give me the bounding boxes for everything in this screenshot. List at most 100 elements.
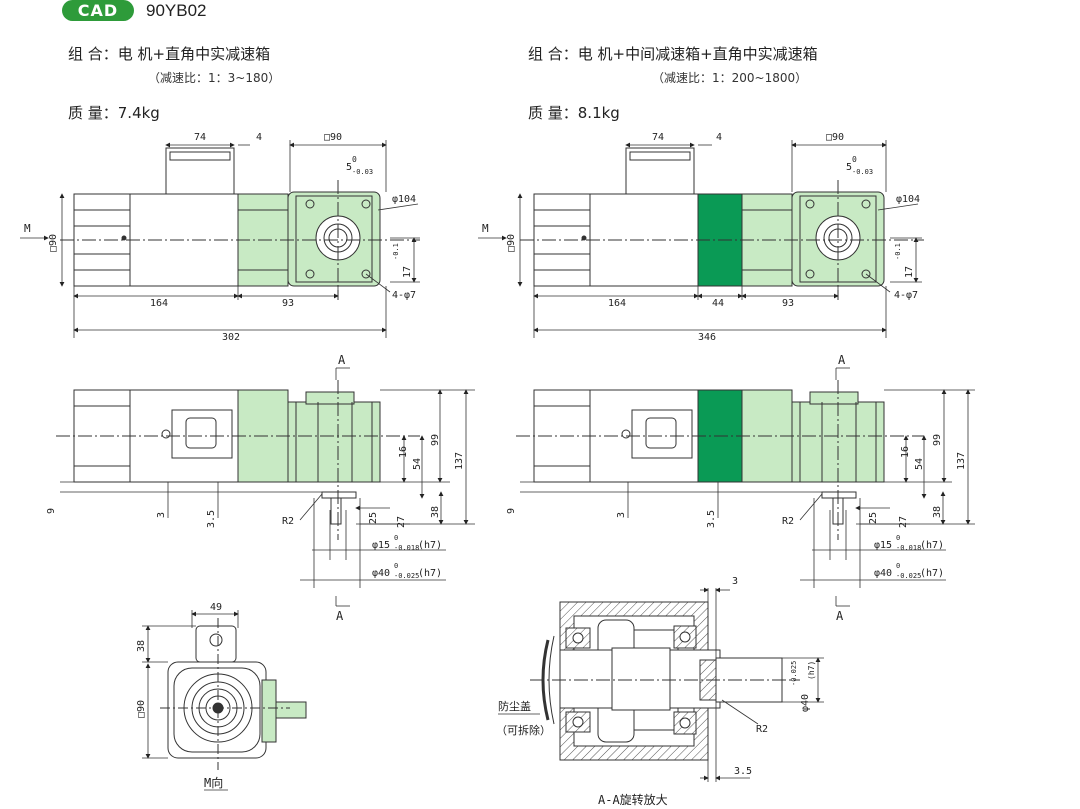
dust-cover-label: 防尘盖 (498, 699, 531, 713)
svg-text:φ104: φ104 (392, 194, 416, 205)
svg-text:54: 54 (412, 458, 423, 470)
right-ratio: （减速比：1：200~1800） (652, 71, 808, 85)
svg-text:A: A (836, 609, 844, 623)
svg-text:-0.025: -0.025 (394, 572, 419, 580)
svg-text:□90: □90 (506, 234, 517, 252)
left-mass: 质 量：7.4kg (68, 104, 160, 122)
svg-text:M: M (24, 222, 31, 235)
svg-text:3.5: 3.5 (734, 766, 752, 777)
svg-text:R2: R2 (782, 516, 794, 527)
svg-text:27: 27 (898, 516, 909, 528)
svg-text:137: 137 (454, 452, 465, 470)
svg-text:R2: R2 (282, 516, 294, 527)
svg-text:3.5: 3.5 (206, 510, 217, 528)
svg-text:99: 99 (932, 434, 943, 446)
svg-text:□90: □90 (136, 700, 147, 718)
svg-text:302: 302 (222, 332, 240, 343)
svg-text:□90: □90 (48, 234, 59, 252)
svg-text:(h7): (h7) (418, 540, 442, 551)
svg-text:A: A (336, 609, 344, 623)
right-mass: 质 量：8.1kg (528, 104, 620, 122)
svg-text:3: 3 (732, 576, 738, 587)
svg-text:38: 38 (136, 640, 147, 652)
svg-text:φ40: φ40 (372, 568, 390, 579)
svg-text:164: 164 (608, 298, 626, 309)
svg-text:0: 0 (394, 562, 398, 570)
svg-text:17: 17 (402, 266, 413, 278)
svg-text:164: 164 (150, 298, 168, 309)
svg-text:-0.025: -0.025 (896, 572, 921, 580)
svg-text:38: 38 (430, 506, 441, 518)
right-top-dimensions (478, 140, 922, 338)
svg-text:3: 3 (616, 512, 627, 518)
svg-text:49: 49 (210, 602, 222, 613)
svg-text:R2: R2 (756, 724, 768, 735)
cad-badge[interactable]: CAD (62, 0, 134, 21)
svg-text:(h7): (h7) (807, 661, 816, 680)
svg-text:(h7): (h7) (920, 568, 944, 579)
svg-text:9: 9 (46, 508, 57, 514)
svg-text:137: 137 (956, 452, 967, 470)
svg-text:φ40: φ40 (874, 568, 892, 579)
svg-text:346: 346 (698, 332, 716, 343)
svg-text:5: 5 (346, 162, 352, 173)
right-top-labels: 74 4 □90 5 0 -0.03 φ104 M □90 17 -0.1 4-… (482, 132, 920, 343)
right-combination-title: 组 合：电 机+中间减速箱+直角中实减速箱 (528, 45, 818, 63)
svg-text:-0.03: -0.03 (852, 168, 873, 176)
svg-text:25: 25 (868, 512, 879, 524)
m-direction-view (160, 618, 307, 770)
svg-text:4: 4 (256, 132, 262, 143)
svg-text:-0.1: -0.1 (392, 243, 400, 260)
right-front-labels: A A 16 54 99 137 9 3 3.5 R2 25 27 38 φ15… (506, 353, 967, 623)
left-ratio: （减速比：1：3~180） (148, 71, 281, 85)
svg-text:4: 4 (716, 132, 722, 143)
svg-text:74: 74 (194, 132, 206, 143)
right-top-view (520, 147, 924, 300)
svg-text:4-φ7: 4-φ7 (894, 290, 918, 301)
svg-text:93: 93 (282, 298, 294, 309)
svg-text:-0.1: -0.1 (894, 243, 902, 260)
left-combination-title: 组 合：电 机+直角中实减速箱 (68, 45, 271, 63)
svg-text:0: 0 (896, 562, 900, 570)
svg-text:-0.03: -0.03 (352, 168, 373, 176)
svg-text:74: 74 (652, 132, 664, 143)
m-view-dimensions (142, 610, 239, 791)
svg-text:0: 0 (896, 534, 900, 542)
left-front-view (56, 380, 420, 540)
svg-text:3: 3 (156, 512, 167, 518)
svg-text:-0.018: -0.018 (394, 544, 419, 552)
svg-text:44: 44 (712, 298, 724, 309)
section-labels: 3 3.5 φ40 -0.025 (h7) R2 防尘盖 （可拆除） A-A旋转… (496, 576, 816, 807)
svg-text:16: 16 (398, 446, 409, 458)
svg-text:□90: □90 (826, 132, 844, 143)
svg-text:16: 16 (900, 446, 911, 458)
svg-text:0: 0 (852, 155, 857, 164)
svg-text:□90: □90 (324, 132, 342, 143)
left-front-dimensions (60, 367, 475, 607)
svg-text:φ40: φ40 (800, 694, 811, 712)
svg-text:25: 25 (368, 512, 379, 524)
svg-text:(h7): (h7) (920, 540, 944, 551)
svg-text:M: M (482, 222, 489, 235)
svg-text:4-φ7: 4-φ7 (392, 290, 416, 301)
dust-cover-removable: （可拆除） (496, 723, 551, 737)
svg-text:-0.018: -0.018 (896, 544, 921, 552)
svg-text:99: 99 (430, 434, 441, 446)
m-view-labels: 49 38 □90 M向 (136, 602, 223, 790)
left-front-labels: A A 16 54 99 137 9 3 3.5 R2 25 27 38 φ15… (46, 353, 465, 623)
svg-text:φ15: φ15 (874, 540, 892, 551)
svg-text:93: 93 (782, 298, 794, 309)
svg-text:φ15: φ15 (372, 540, 390, 551)
svg-text:3.5: 3.5 (706, 510, 717, 528)
svg-text:-0.025: -0.025 (790, 661, 798, 686)
svg-text:0: 0 (352, 155, 357, 164)
m-view-caption: M向 (204, 775, 223, 790)
right-front-view (516, 380, 924, 540)
svg-text:9: 9 (506, 508, 517, 514)
section-dimensions (498, 587, 824, 782)
svg-text:φ104: φ104 (896, 194, 920, 205)
svg-text:17: 17 (904, 266, 915, 278)
model-number: 90YB02 (146, 1, 207, 20)
left-top-dimensions (20, 140, 420, 338)
